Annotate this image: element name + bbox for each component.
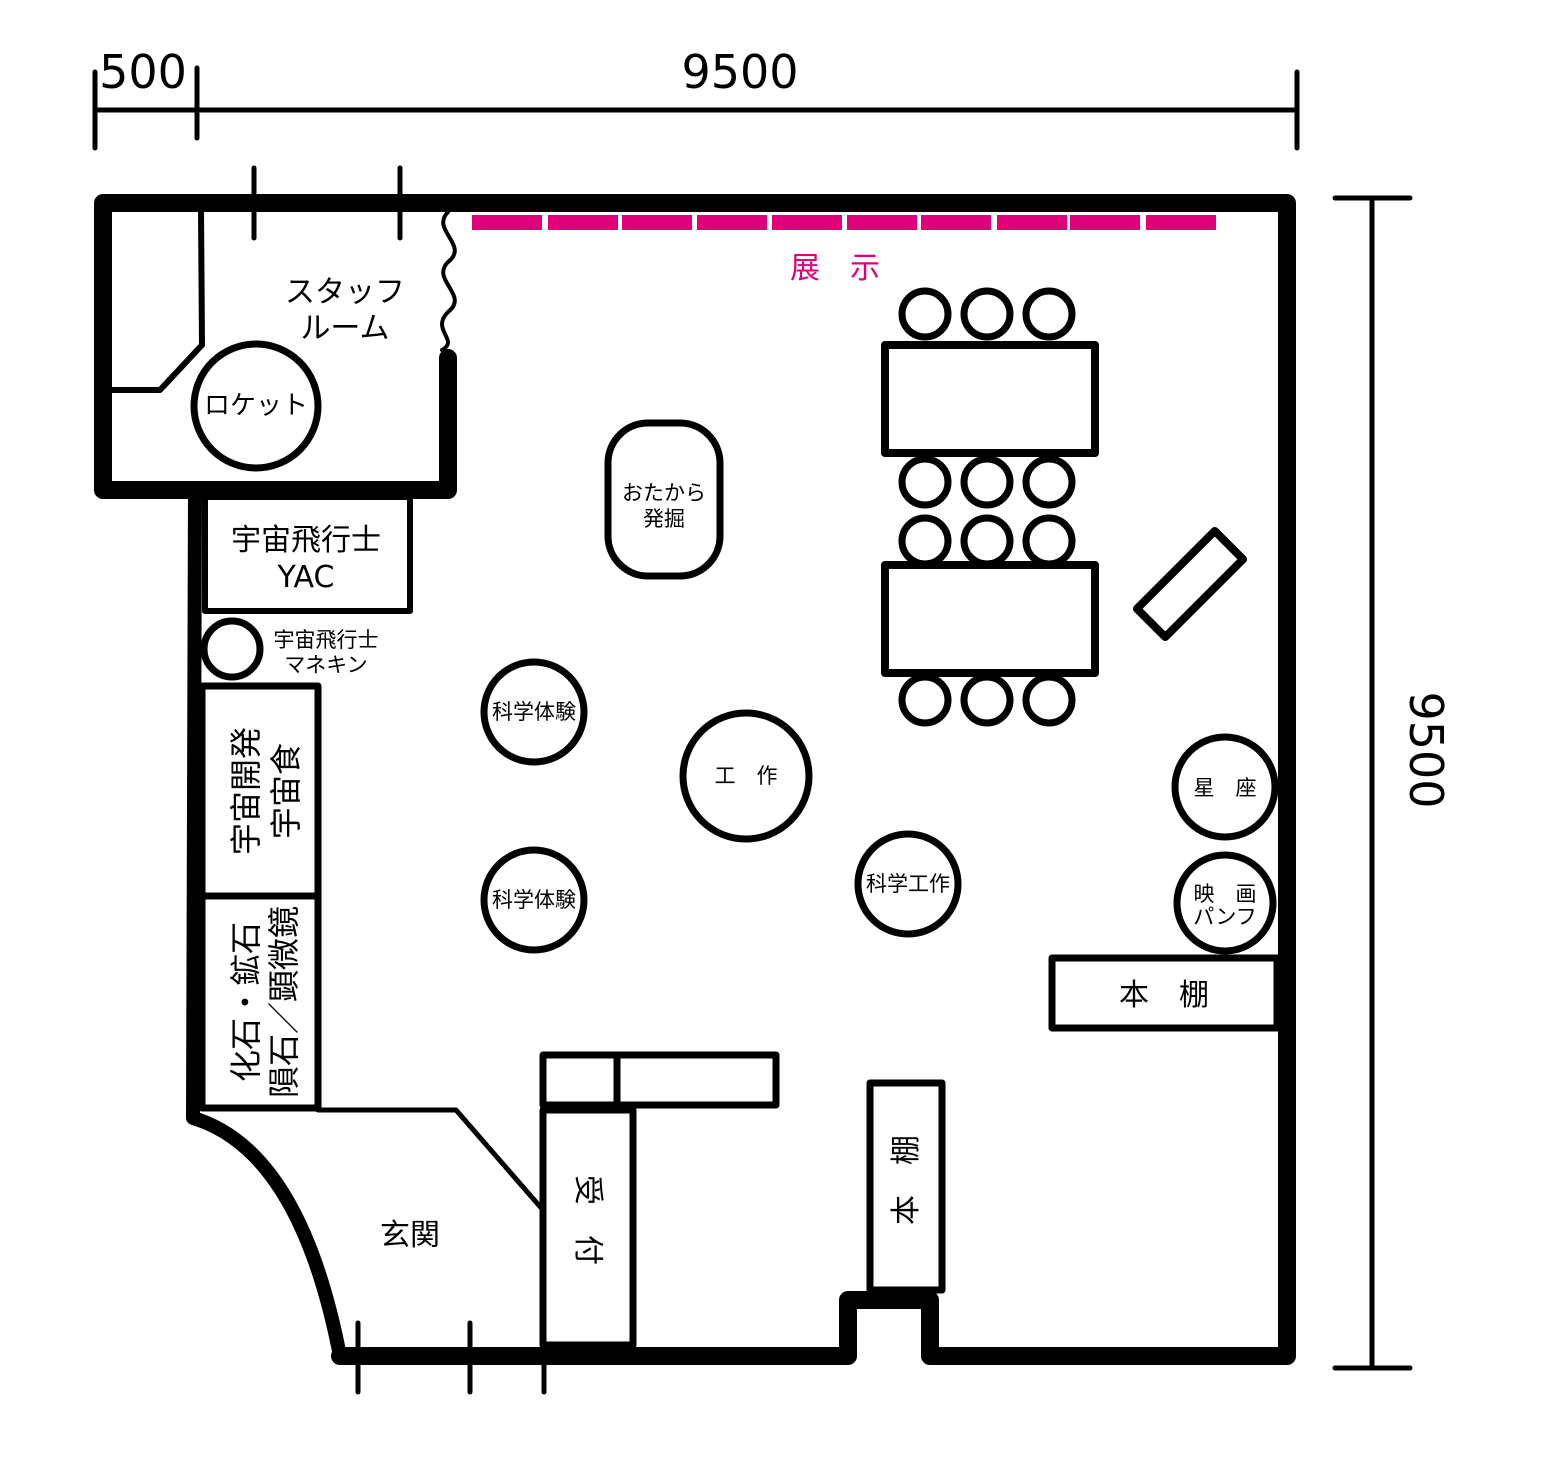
dim-height: 9500 bbox=[1399, 691, 1453, 808]
reception-label: 受 付 bbox=[570, 1175, 605, 1265]
chair bbox=[898, 673, 952, 727]
table bbox=[881, 341, 1099, 457]
entrance-line bbox=[315, 1107, 546, 1213]
science-craft-booth bbox=[854, 830, 962, 938]
table-group bbox=[881, 287, 1099, 727]
entrance-label: 玄関 bbox=[380, 1218, 440, 1253]
movie-booth bbox=[1173, 851, 1277, 955]
treasure-label-1: おたから bbox=[622, 481, 706, 505]
science-exp-booth-1 bbox=[480, 658, 588, 766]
treasure-label-2: 発掘 bbox=[643, 507, 685, 531]
yac-label-2: YAC bbox=[277, 560, 335, 595]
craft-label: 工 作 bbox=[715, 764, 778, 788]
exhibit-label: 展 示 bbox=[790, 251, 880, 286]
mannequin-label-1: 宇宙飛行士 bbox=[274, 628, 379, 652]
science-exp-label-1: 科学体験 bbox=[492, 700, 576, 724]
reception-desk bbox=[539, 1106, 637, 1349]
outer-walls bbox=[94, 165, 1296, 1395]
top-dimension: 500 9500 bbox=[92, 45, 1300, 151]
movie-label-1: 映 画 bbox=[1194, 882, 1257, 906]
mannequin-label-2: マネキン bbox=[284, 653, 367, 677]
science-exp-label-2: 科学体験 bbox=[492, 888, 576, 912]
science-exp-booth-2 bbox=[480, 846, 588, 954]
curtain bbox=[440, 210, 457, 352]
bookshelf-horizontal bbox=[1048, 954, 1281, 1032]
chair bbox=[1022, 287, 1076, 341]
constellation-label: 星 座 bbox=[1194, 776, 1257, 800]
chair bbox=[960, 287, 1014, 341]
angled-table bbox=[1132, 526, 1248, 642]
chair bbox=[1022, 673, 1076, 727]
mannequin-booth bbox=[200, 617, 264, 681]
table bbox=[881, 561, 1099, 677]
chair bbox=[960, 455, 1014, 509]
reception-counter-top bbox=[539, 1051, 780, 1109]
chair bbox=[898, 455, 952, 509]
chair bbox=[898, 287, 952, 341]
rocket-label: ロケット bbox=[204, 391, 308, 421]
treasure-booth bbox=[604, 419, 724, 580]
staff-room-label-1: スタッフ bbox=[285, 275, 405, 310]
staff-room-label-2: ルーム bbox=[300, 311, 389, 346]
space-dev-label-1: 宇宙開発 bbox=[227, 727, 265, 855]
yac-booth bbox=[202, 494, 413, 614]
chair bbox=[960, 673, 1014, 727]
right-dimension: 9500 bbox=[1332, 195, 1453, 1371]
yac-label-1: 宇宙飛行士 bbox=[231, 523, 381, 558]
fossil-label-1: 化石・鉱石 bbox=[227, 922, 265, 1082]
science-craft-label: 科学工作 bbox=[866, 872, 950, 896]
space-dev-label-2: 宇宙食 bbox=[267, 743, 305, 839]
constellation-booth bbox=[1171, 733, 1279, 841]
dim-width: 9500 bbox=[681, 45, 798, 99]
movie-label-2: パンフ bbox=[1193, 905, 1256, 929]
chair bbox=[898, 514, 952, 568]
bookshelf-horizontal-label: 本 棚 bbox=[1119, 978, 1209, 1013]
dim-500: 500 bbox=[99, 45, 187, 99]
bookshelf-vertical bbox=[866, 1079, 946, 1294]
chair bbox=[1022, 514, 1076, 568]
fossil-label-2: 隕石／顕微鏡 bbox=[265, 906, 303, 1098]
fossil-booth bbox=[198, 892, 322, 1112]
exhibit-wall bbox=[472, 215, 1216, 230]
craft-booth bbox=[679, 709, 813, 843]
bookshelf-vertical-label: 本 棚 bbox=[889, 1135, 924, 1225]
chair bbox=[960, 514, 1014, 568]
rocket-booth bbox=[190, 340, 322, 472]
chair bbox=[1022, 455, 1076, 509]
